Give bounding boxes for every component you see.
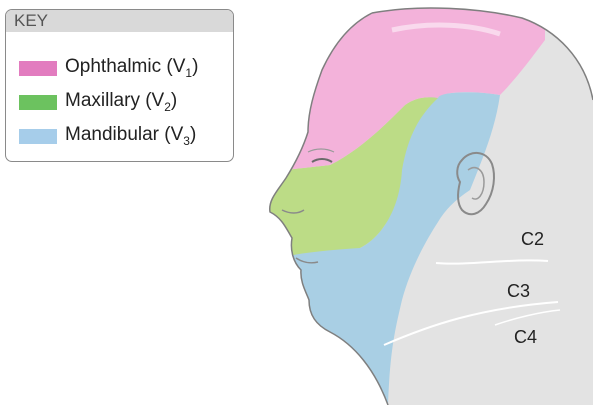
c2-label: C2 — [521, 229, 544, 250]
c4-label: C4 — [514, 327, 537, 348]
c3-label: C3 — [507, 281, 530, 302]
